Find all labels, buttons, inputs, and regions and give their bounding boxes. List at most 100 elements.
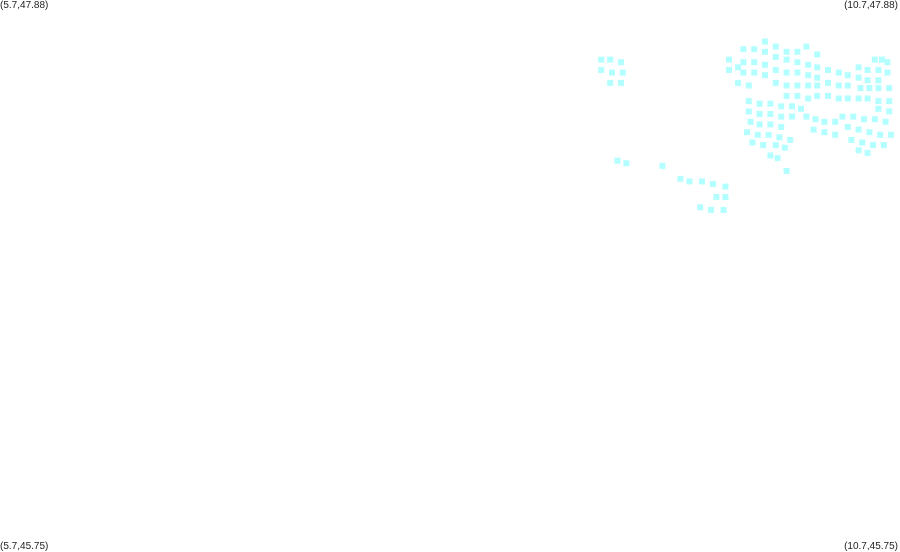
map-marker (722, 194, 729, 200)
map-marker (751, 46, 758, 53)
map-marker (855, 95, 862, 102)
map-marker (882, 118, 889, 125)
map-marker (740, 46, 747, 53)
map-marker (832, 131, 839, 138)
map-marker (772, 142, 779, 149)
map-marker (805, 82, 812, 89)
map-marker (814, 82, 821, 89)
map-marker (864, 67, 871, 73)
map-marker (772, 79, 779, 86)
map-marker (767, 152, 774, 159)
map-marker (835, 95, 842, 102)
map-marker (787, 136, 794, 143)
map-marker (783, 168, 790, 174)
map-marker (848, 136, 855, 143)
map-marker (619, 69, 626, 76)
map-marker (875, 77, 882, 84)
corner-label-top-left: (5.7,47.88) (0, 0, 49, 11)
map-marker (814, 92, 821, 99)
map-marker (814, 74, 821, 81)
map-marker (884, 69, 891, 76)
map-marker (745, 108, 752, 115)
map-marker (864, 77, 871, 84)
map-marker (884, 59, 891, 66)
map-marker (783, 92, 790, 99)
map-marker (825, 92, 831, 99)
map-marker (875, 67, 882, 73)
corner-label-bottom-right: (10.7,45.75) (844, 541, 898, 552)
map-marker (726, 67, 732, 73)
map-marker (875, 105, 882, 112)
map-marker (697, 204, 704, 211)
map-marker (726, 56, 732, 63)
map-marker (835, 69, 842, 76)
map-marker (794, 59, 801, 66)
map-marker (722, 183, 729, 190)
map-marker (844, 82, 851, 89)
map-marker (871, 56, 878, 63)
map-marker (810, 126, 817, 133)
map-marker (812, 116, 819, 123)
map-marker (879, 56, 885, 63)
map-marker (659, 162, 666, 169)
map-marker (839, 113, 846, 120)
map-marker (751, 59, 758, 66)
map-marker (888, 131, 894, 138)
map-marker (740, 59, 747, 66)
map-marker (825, 67, 831, 73)
map-marker (783, 48, 790, 55)
map-marker (866, 85, 873, 92)
map-marker (814, 51, 821, 58)
map-marker (789, 113, 795, 120)
map-marker (783, 69, 790, 76)
map-marker (762, 72, 768, 79)
map-marker (778, 113, 785, 120)
map-marker (598, 56, 605, 63)
map-marker (598, 67, 605, 73)
map-marker (751, 69, 758, 76)
map-marker (607, 56, 614, 63)
map-marker (864, 149, 871, 156)
map-marker (754, 131, 761, 138)
map-marker (832, 118, 839, 125)
map-marker (783, 56, 790, 63)
map-marker (767, 100, 774, 107)
map-marker (803, 113, 810, 120)
map-marker (762, 38, 768, 45)
map-marker (735, 64, 741, 71)
map-marker (735, 79, 741, 86)
map-marker (805, 72, 812, 79)
map-marker (855, 74, 862, 81)
map-marker (864, 95, 871, 102)
map-marker (709, 181, 716, 187)
map-marker (886, 98, 893, 105)
map-marker (745, 82, 752, 89)
map-marker (798, 105, 804, 112)
map-marker (875, 98, 882, 105)
map-marker (776, 134, 783, 141)
map-marker (805, 61, 812, 68)
map-marker (877, 131, 884, 138)
map-marker (762, 61, 768, 68)
map-marker (767, 111, 774, 117)
map-marker (805, 95, 812, 102)
map-marker (781, 144, 788, 151)
map-marker (814, 64, 821, 71)
map-marker (835, 82, 842, 89)
map-marker (859, 139, 866, 146)
map-marker (747, 118, 754, 125)
map-marker (844, 124, 851, 130)
map-marker (677, 175, 684, 182)
map-marker (756, 121, 763, 128)
map-marker (744, 129, 750, 136)
map-marker (699, 178, 705, 185)
map-marker (870, 142, 876, 149)
map-marker (765, 131, 772, 138)
map-marker (772, 43, 779, 50)
map-marker (686, 178, 693, 185)
map-marker (614, 157, 621, 164)
map-marker (720, 206, 727, 213)
map-marker (623, 160, 630, 167)
map-marker (855, 126, 862, 133)
map-marker (749, 139, 756, 146)
